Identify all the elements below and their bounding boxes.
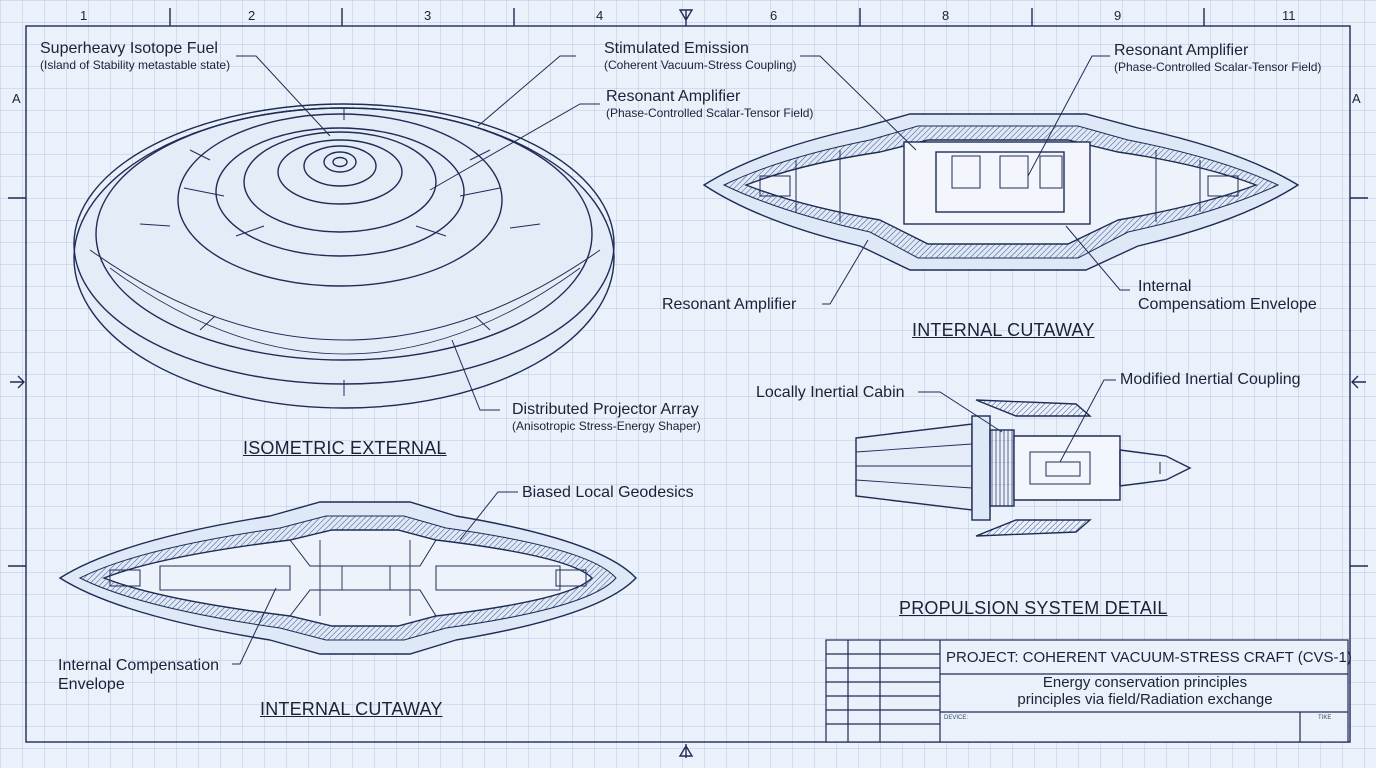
title-block-frame [825,639,1349,743]
zone-label-3: 3 [424,8,432,23]
title-block-desc-line2: principles via field/Radiation exchange [1017,691,1273,708]
callout-distributed-projector-sub: (Anisotropic Stress-Energy Shaper) [512,419,701,433]
zone-label-9: 9 [1114,8,1122,23]
callout-modified-inertial-coupling: Modified Inertial Coupling [1120,371,1301,388]
cutaway-bottom-drawing [58,501,637,655]
propulsion-detail-drawing [855,399,1192,537]
zone-label-a-left: A [12,91,21,106]
callout-distributed-projector: Distributed Projector Array [512,401,699,418]
title-block-field-tike: TIKE [1318,715,1332,721]
callout-stimulated-emission: Stimulated Emission [604,40,749,57]
view-title-cutaway-top: INTERNAL CUTAWAY [912,320,1095,340]
view-title-isometric: ISOMETRIC EXTERNAL [243,438,447,458]
zone-label-a-right: A [1352,91,1361,106]
title-block-desc-line1: Energy conservation principles [1042,674,1248,691]
sheet-border [25,25,1351,743]
zone-label-1: 1 [80,8,88,23]
callout-resonant-amplifier-lower: Resonant Amplifier [662,296,797,313]
callout-superheavy-fuel: Superheavy Isotope Fuel [40,40,218,57]
callout-resonant-amplifier-center: Resonant Amplifier [606,88,741,105]
view-title-propulsion: PROPULSION SYSTEM DETAIL [899,598,1168,618]
callout-locally-inertial-cabin: Locally Inertial Cabin [756,384,905,401]
title-block-project: PROJECT: COHERENT VACUUM-STRESS CRAFT (C… [946,649,1352,666]
zone-label-8: 8 [942,8,950,23]
leader-lines [232,55,1130,665]
callout-internal-compensation-left-1: Internal Compensation [58,657,219,674]
callout-internal-compensation-right-2: Compensatiom Envelope [1138,296,1317,313]
callout-internal-compensation-left-2: Envelope [58,676,125,693]
zone-label-6: 6 [770,8,778,23]
cutaway-top-drawing [702,113,1300,271]
callout-biased-geodesics: Biased Local Geodesics [522,484,694,501]
isometric-saucer-drawing [73,103,615,409]
zone-label-4: 4 [596,8,604,23]
title-block-field-device: DEVICE: [944,715,969,721]
callout-resonant-amplifier-right: Resonant Amplifier [1114,42,1249,59]
view-title-cutaway-bottom: INTERNAL CUTAWAY [260,699,443,719]
callout-stimulated-emission-sub: (Coherent Vacuum-Stress Coupling) [604,58,797,72]
callout-superheavy-fuel-sub: (Island of Stability metastable state) [40,58,231,72]
callout-resonant-amplifier-right-sub: (Phase-Controlled Scalar-Tensor Field) [1114,60,1322,74]
zone-label-11: 11 [1282,8,1296,23]
callout-resonant-amplifier-center-sub: (Phase-Controlled Scalar-Tensor Field) [606,106,814,120]
zone-label-2: 2 [248,8,256,23]
callout-internal-compensation-right-1: Internal [1138,278,1192,295]
